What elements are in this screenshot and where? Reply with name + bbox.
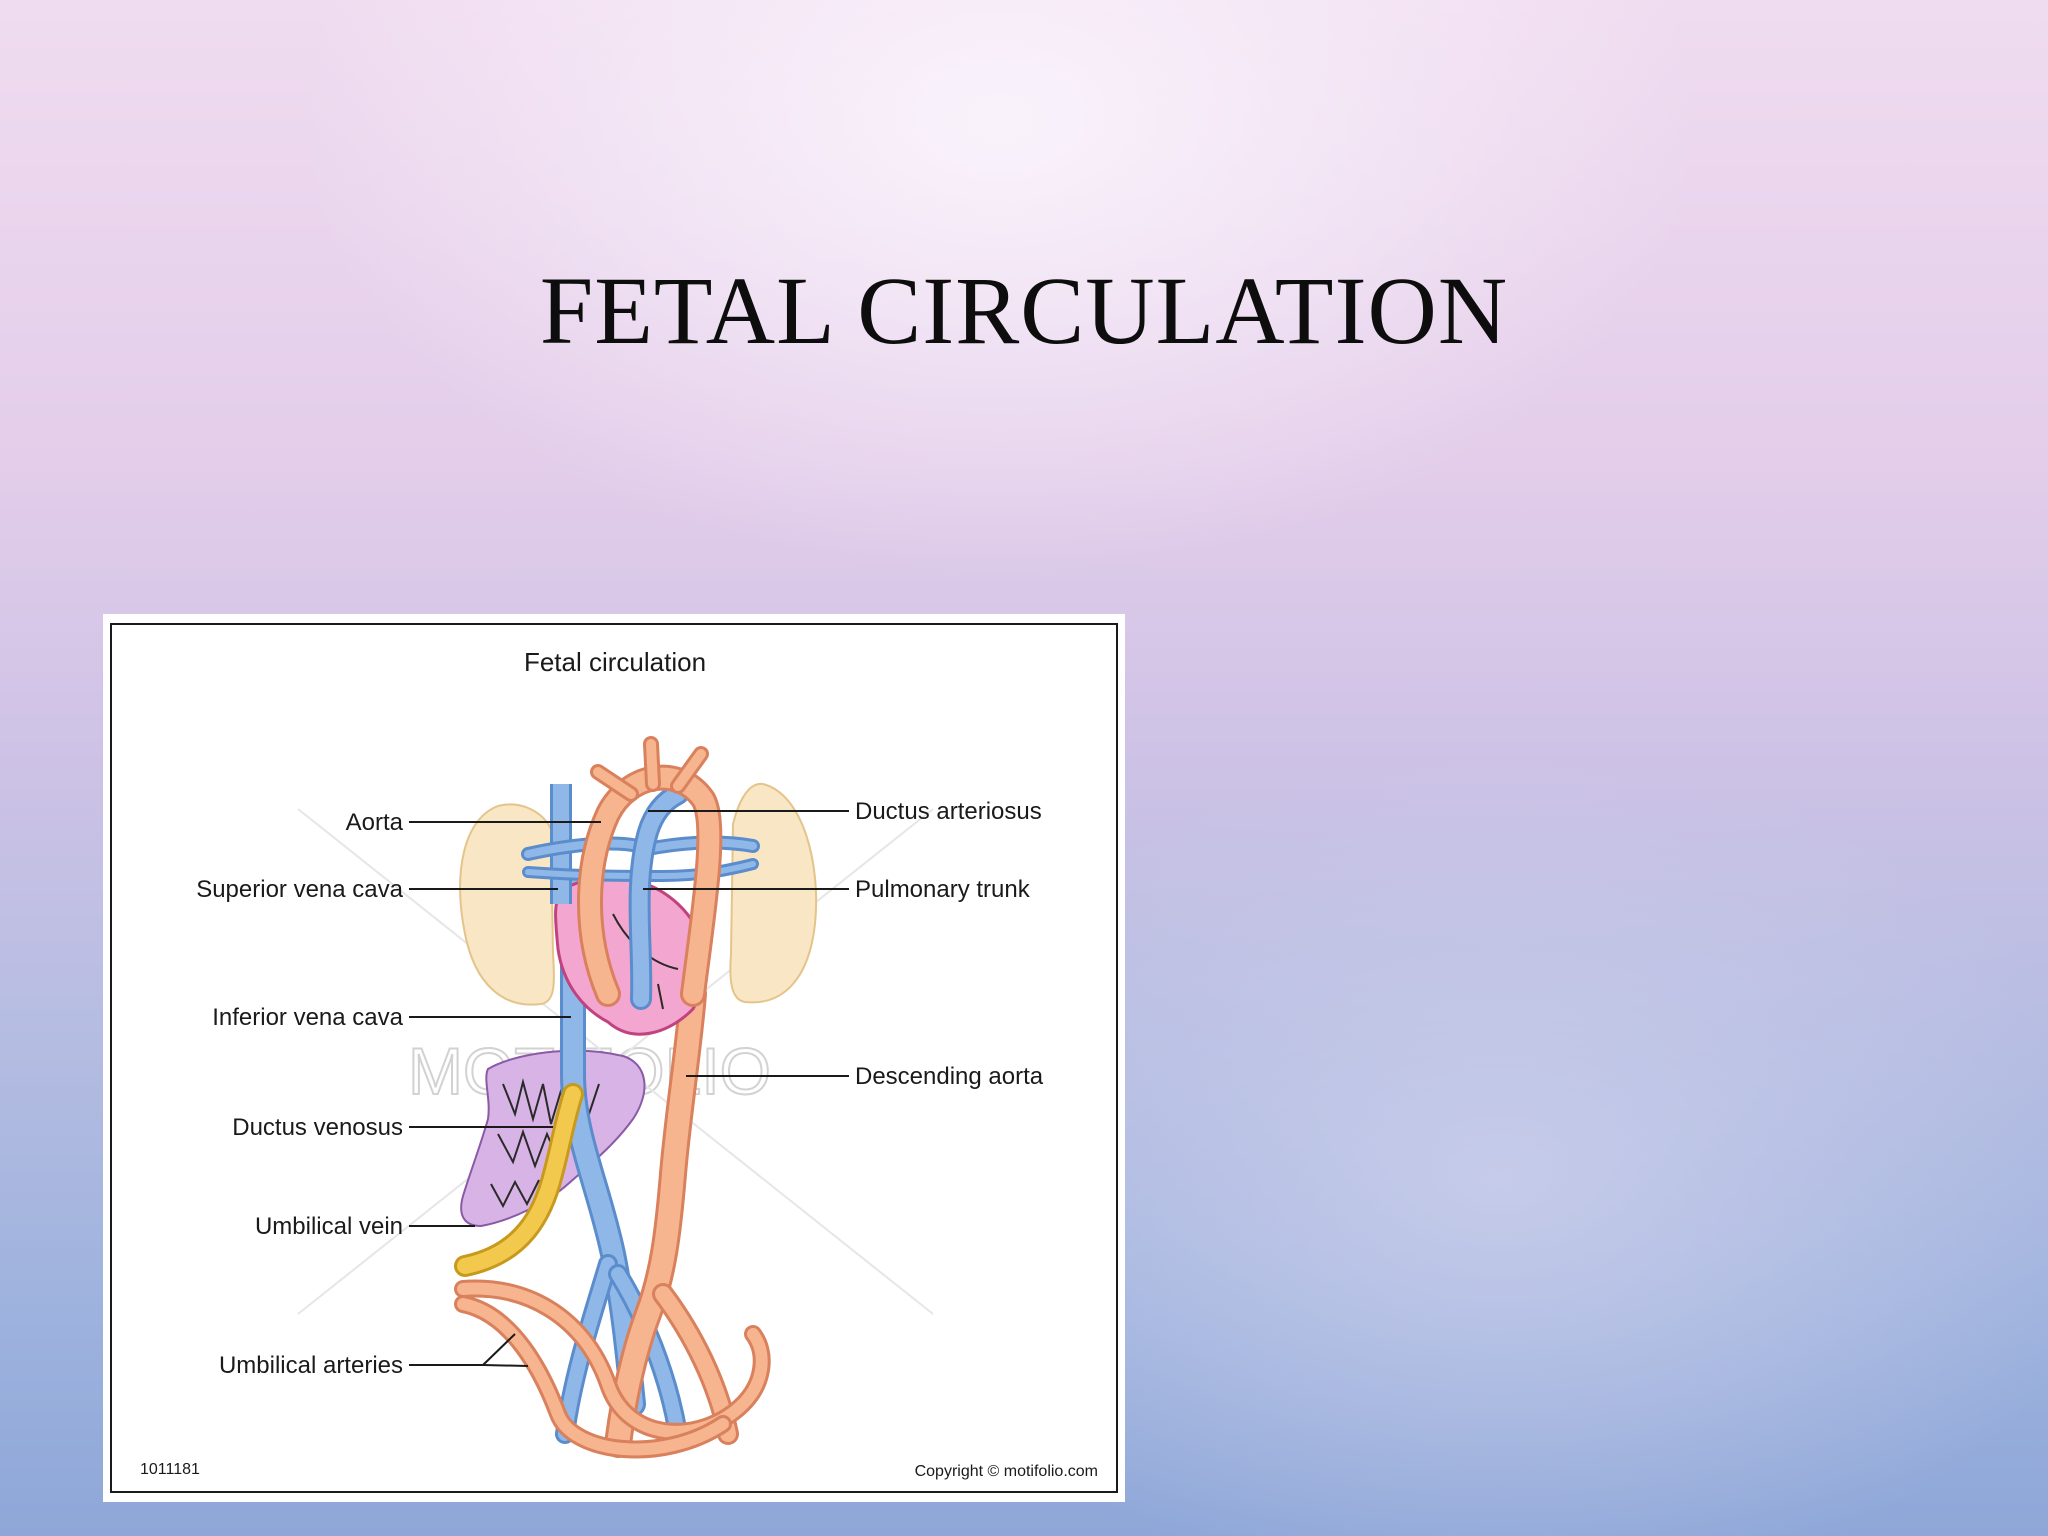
umbilical-vein [457,1086,581,1274]
label-umbilical-arteries: Umbilical arteries [219,1352,403,1379]
label-descending-aorta: Descending aorta [855,1063,1044,1090]
figure-caption: Fetal circulation [524,647,706,677]
label-superior-vena-cava: Superior vena cava [196,876,403,903]
pulmonary-trunk [631,786,686,1007]
leader-umbilical-arteries-branch [482,1333,516,1366]
arch-branches [593,739,706,799]
fetal-circulation-diagram: MOTIFOLIO Fetal circulation [110,623,1118,1493]
image-id: 1011181 [140,1461,200,1478]
label-inferior-vena-cava: Inferior vena cava [212,1004,403,1031]
iliac-vein-right [611,1267,685,1441]
umbilical-artery-1 [457,1282,768,1438]
right-lung [729,782,818,1004]
pulmonary-veins [525,861,756,880]
label-umbilical-vein: Umbilical vein [255,1213,403,1240]
slide-title: FETAL CIRCULATION [539,257,1509,364]
umbilical-artery-2 [457,1298,729,1456]
label-pulmonary-trunk: Pulmonary trunk [855,876,1031,903]
copyright-text: Copyright © motifolio.com [915,1463,1098,1480]
descending-aorta [607,983,704,1455]
fetal-circulation-figure: MOTIFOLIO Fetal circulation [103,614,1125,1502]
label-ductus-arteriosus: Ductus arteriosus [855,798,1042,825]
label-aorta: Aorta [346,809,404,836]
leader-umbilical-arteries-branch [482,1364,529,1367]
label-ductus-venosus: Ductus venosus [232,1114,403,1141]
